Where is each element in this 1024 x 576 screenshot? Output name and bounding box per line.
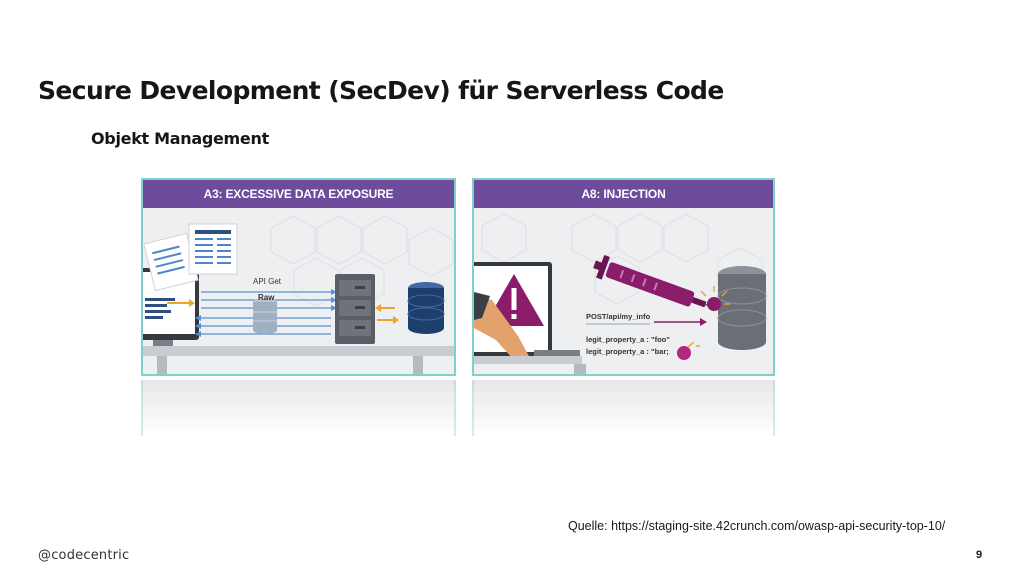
injection-reflection [472, 380, 775, 436]
slide-subtitle: Objekt Management [91, 129, 269, 148]
api-get-label: API Get [253, 277, 282, 286]
page-number: 9 [976, 549, 983, 561]
property-bar-label: legit_property_a : "bar; [586, 347, 669, 356]
excessive-data-exposure-reflection [141, 380, 456, 436]
endpoint-label: POST/api/my_info [586, 312, 651, 321]
property-foo-label: legit_property_a : "foo" [586, 335, 670, 344]
slide-title: Secure Development (SecDev) für Serverle… [38, 76, 724, 105]
injection-illustration: POST/api/my_info legit_property_a : "foo… [474, 208, 773, 374]
brand-logo: @codecentric [38, 548, 130, 563]
excessive-data-exposure-card: A3: EXCESSIVE DATA EXPOSURE [141, 178, 456, 376]
excessive-data-exposure-illustration: API Get Raw [143, 208, 454, 374]
source-citation: Quelle: https://staging-site.42crunch.co… [568, 519, 946, 533]
excessive-data-exposure-header: A3: EXCESSIVE DATA EXPOSURE [143, 180, 454, 208]
injection-card: A8: INJECTION [472, 178, 775, 376]
raw-label: Raw [258, 293, 275, 302]
injection-header: A8: INJECTION [474, 180, 773, 208]
